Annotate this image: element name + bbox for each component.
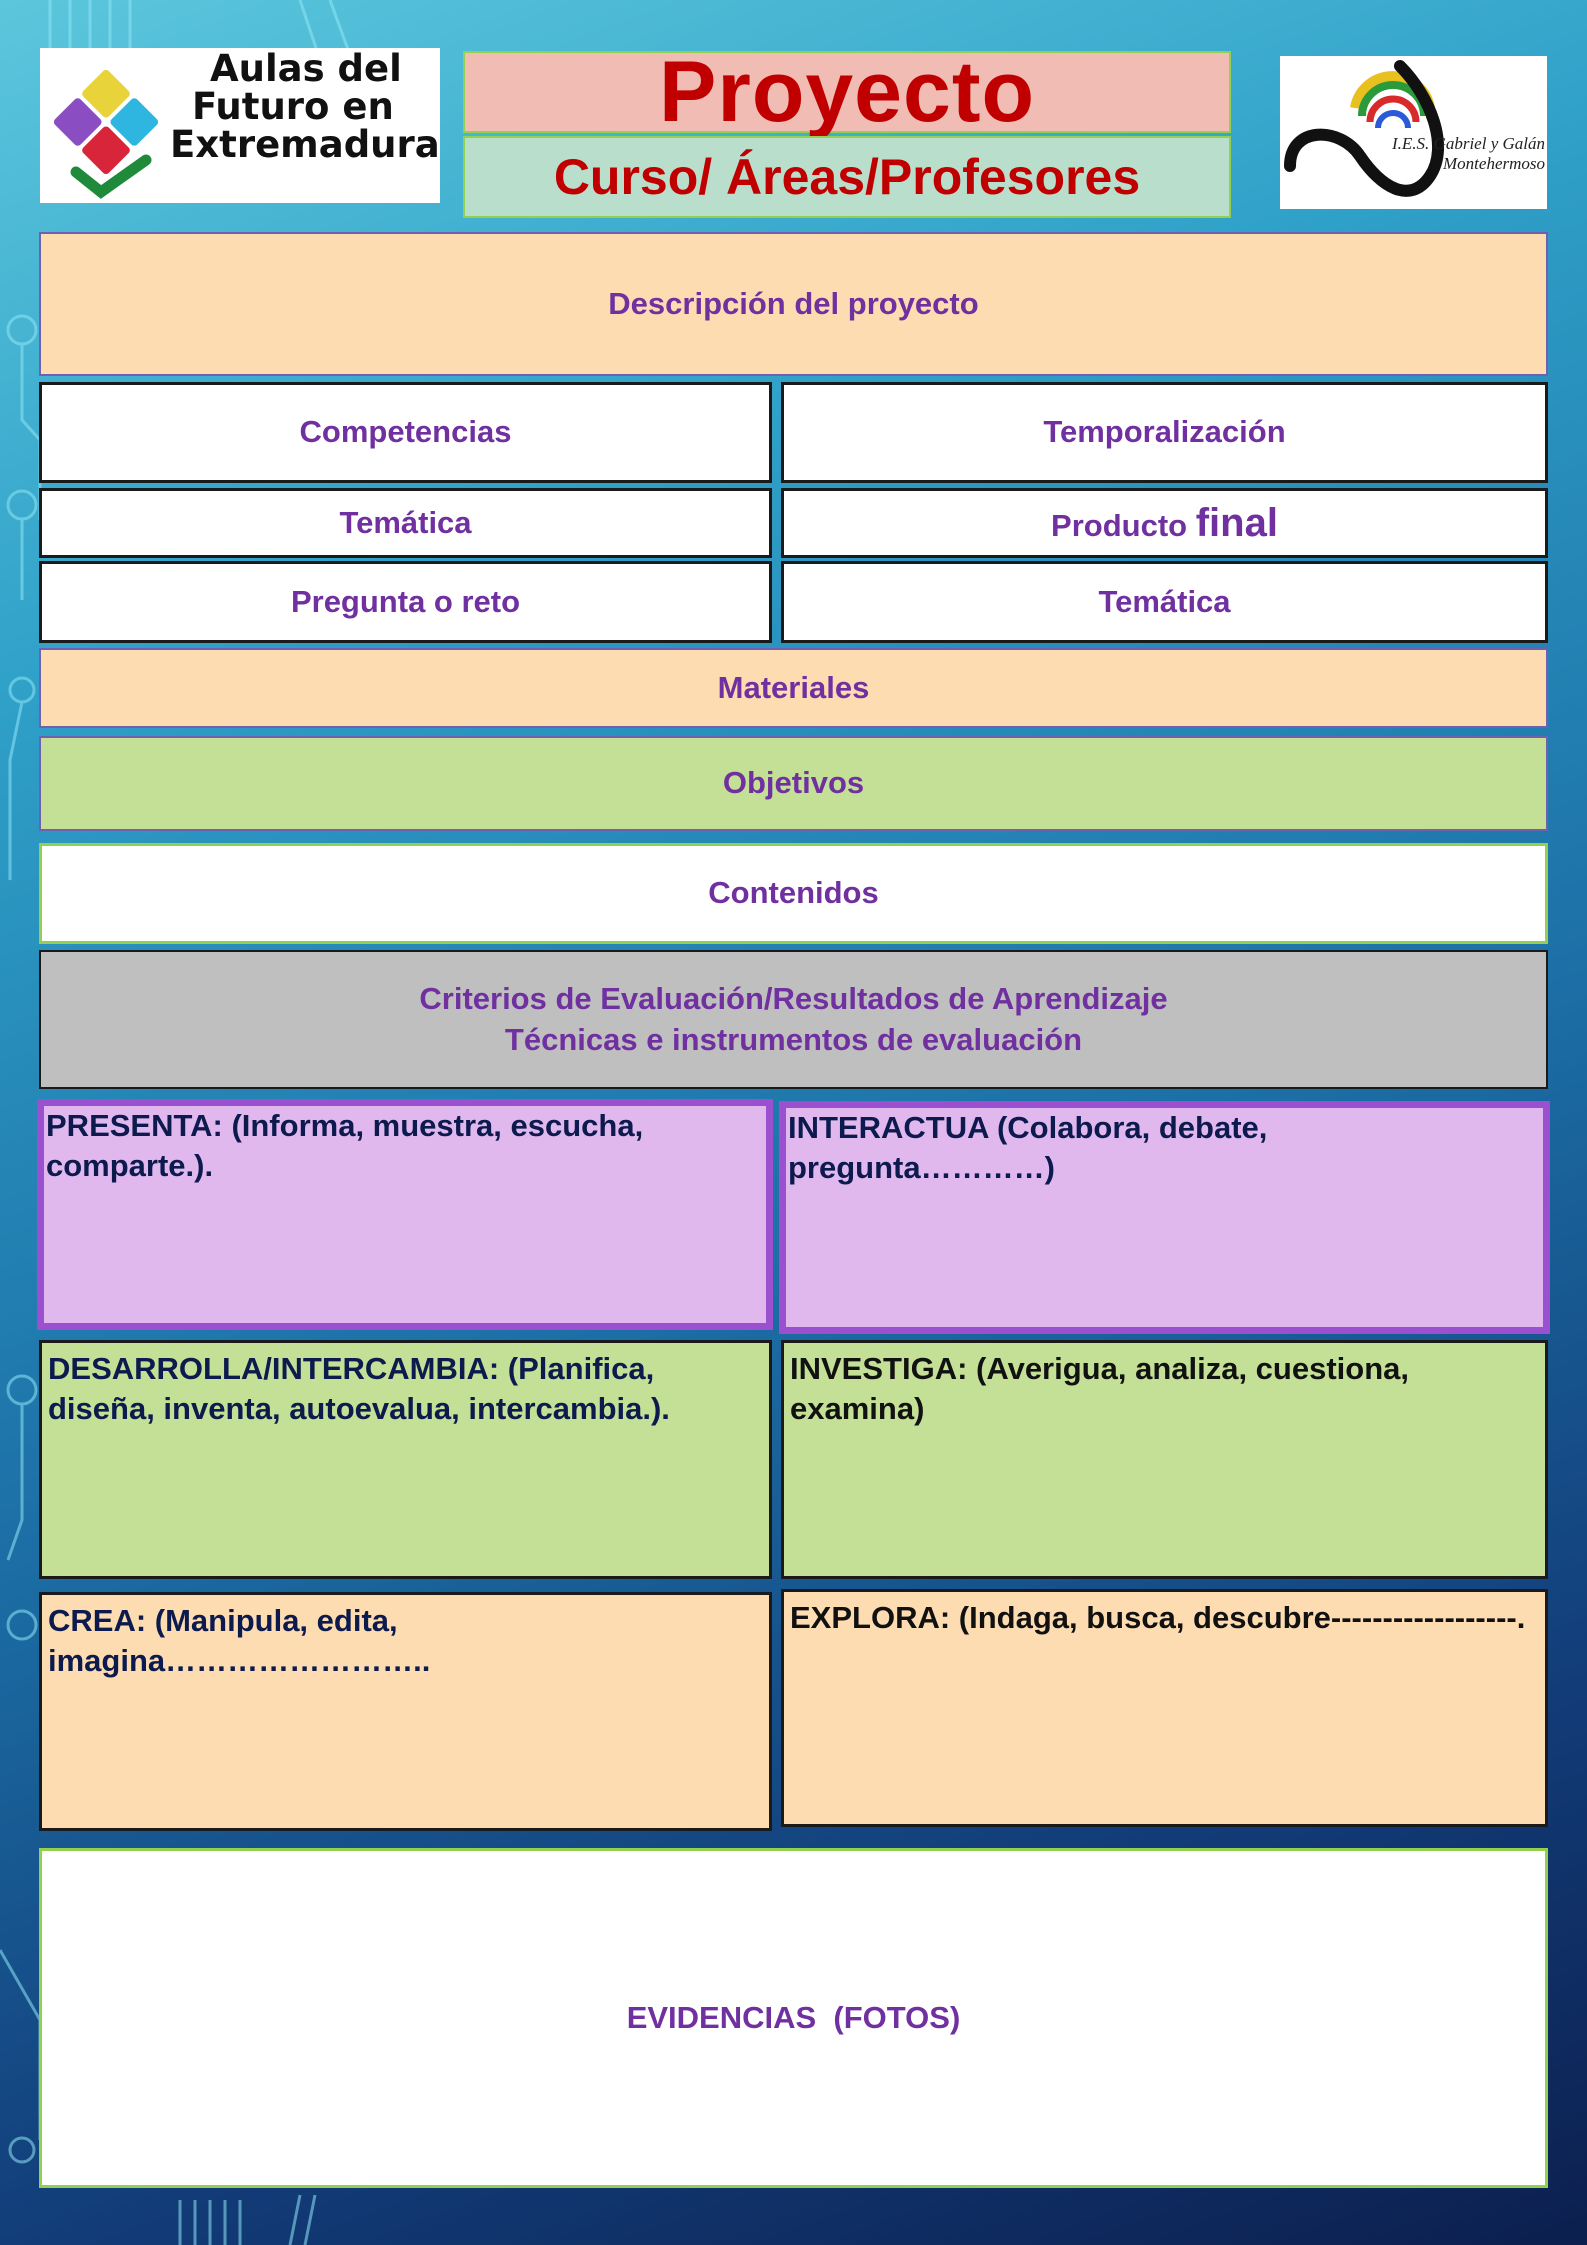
evidencias-label: EVIDENCIAS (FOTOS): [626, 1999, 961, 2035]
explora-box: EXPLORA: (Indaga, busca, descubre-------…: [781, 1589, 1548, 1827]
aulas-logo-text: Aulas del Futuro en Extremadura: [170, 50, 440, 164]
title-box: Proyecto: [463, 44, 1231, 140]
criterios-line1: Criterios de Evaluación/Resultados de Ap…: [419, 981, 1168, 1017]
materiales-box: Materiales: [39, 648, 1548, 728]
aulas-logo-line2: Futuro en: [192, 85, 394, 128]
descripcion-label: Descripción del proyecto: [608, 285, 979, 321]
tematica-left-label: Temática: [339, 504, 472, 540]
final-word: final: [1195, 501, 1278, 545]
tematica-right-box: Temática: [781, 561, 1548, 643]
subtitle-box: Curso/ Áreas/Profesores: [463, 136, 1231, 218]
producto-final-label: Producto final: [1051, 497, 1278, 549]
explora-text: EXPLORA: (Indaga, busca, descubre-------…: [790, 1600, 1526, 1635]
interactua-box: INTERACTUA (Colabora, debate, pregunta………: [779, 1101, 1550, 1334]
crea-box: CREA: (Manipula, edita, imagina…………………….…: [39, 1592, 772, 1831]
aulas-puzzle-icon: [53, 69, 159, 199]
presenta-text: PRESENTA: (Informa, muestra, escucha, co…: [46, 1108, 644, 1184]
school-name: I.E.S. Gabriel y Galán Montehermoso: [1392, 134, 1545, 174]
presenta-box: PRESENTA: (Informa, muestra, escucha, co…: [37, 1099, 773, 1330]
school-name-line1: I.E.S. Gabriel y Galán: [1392, 134, 1545, 153]
materiales-label: Materiales: [717, 669, 870, 705]
desarrolla-box: DESARROLLA/INTERCAMBIA: (Planifica, dise…: [39, 1340, 772, 1579]
criterios-text: Criterios de Evaluación/Resultados de Ap…: [419, 979, 1167, 1060]
producto-final-box: Producto final: [781, 488, 1548, 558]
desarrolla-text: DESARROLLA/INTERCAMBIA: (Planifica, dise…: [48, 1351, 670, 1427]
objetivos-box: Objetivos: [39, 736, 1548, 831]
ies-gabriel-y-galan-logo: I.E.S. Gabriel y Galán Montehermoso: [1280, 56, 1547, 209]
aulas-logo-line3: Extremadura: [170, 123, 440, 166]
school-name-line2: Montehermoso: [1443, 154, 1545, 173]
crea-text: CREA: (Manipula, edita, imagina…………………….…: [48, 1603, 431, 1679]
pregunta-label: Pregunta o reto: [290, 583, 521, 619]
objetivos-label: Objetivos: [722, 765, 865, 801]
aulas-del-futuro-logo: Aulas del Futuro en Extremadura: [40, 48, 440, 203]
criterios-line2: Técnicas e instrumentos de evaluación: [504, 1021, 1083, 1057]
descripcion-box: Descripción del proyecto: [39, 232, 1548, 376]
tematica-left-box: Temática: [39, 488, 772, 558]
competencias-box: Competencias: [39, 382, 772, 483]
contenidos-label: Contenidos: [708, 875, 879, 911]
pregunta-box: Pregunta o reto: [39, 561, 772, 643]
page-subtitle: Curso/ Áreas/Profesores: [553, 149, 1141, 205]
temporalizacion-box: Temporalización: [781, 382, 1548, 483]
investiga-text: INVESTIGA: (Averigua, analiza, cuestiona…: [790, 1351, 1410, 1427]
competencias-label: Competencias: [299, 414, 512, 450]
tematica-right-label: Temática: [1098, 583, 1231, 619]
interactua-text: INTERACTUA (Colabora, debate, pregunta………: [788, 1110, 1268, 1186]
page-title: Proyecto: [658, 44, 1036, 140]
producto-word: Producto: [1051, 508, 1188, 543]
temporalizacion-label: Temporalización: [1043, 414, 1286, 450]
school-emblem-icon: [1284, 60, 1444, 197]
criterios-box: Criterios de Evaluación/Resultados de Ap…: [39, 950, 1548, 1089]
evidencias-box: EVIDENCIAS (FOTOS): [39, 1848, 1548, 2188]
investiga-box: INVESTIGA: (Averigua, analiza, cuestiona…: [781, 1340, 1548, 1579]
aulas-logo-line1: Aulas del: [210, 47, 402, 90]
contenidos-box: Contenidos: [39, 843, 1548, 944]
